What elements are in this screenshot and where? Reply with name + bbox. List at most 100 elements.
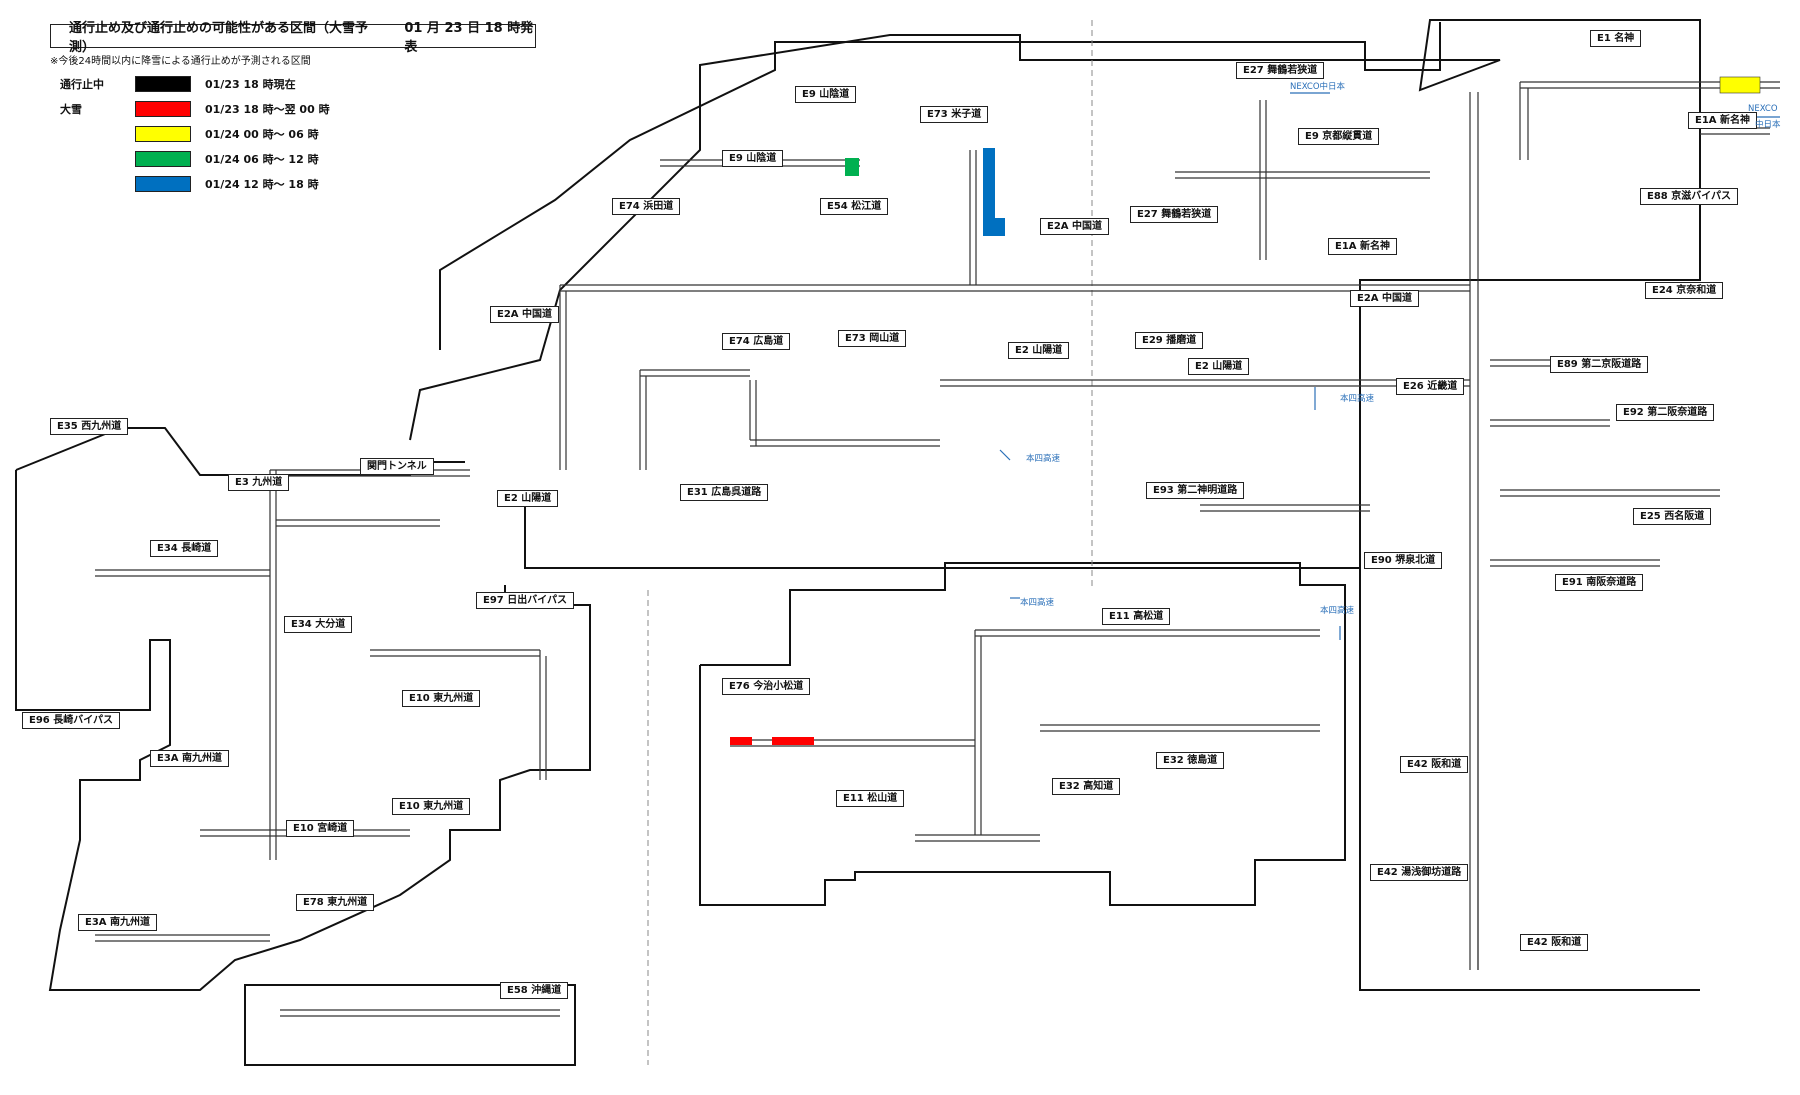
- route-label: E11 松山道: [836, 790, 905, 807]
- connector-label: 中日本: [1755, 120, 1781, 130]
- legend-item-snow-4: 01/24 12 時～ 18 時: [60, 176, 319, 192]
- route-label: E32 徳島道: [1156, 752, 1225, 769]
- e32-tokushima: [1040, 724, 1320, 732]
- kansai-trunk: [1469, 92, 1479, 970]
- connector-label: NEXCO: [1748, 104, 1778, 114]
- route-label: E74 浜田道: [612, 198, 681, 215]
- route-label: E2A 中国道: [1350, 290, 1420, 307]
- connector-label: 本四高速: [1320, 606, 1355, 616]
- legend-label: 01/23 18 時～翌 00 時: [205, 103, 330, 116]
- e2-sanyo: [940, 379, 1470, 387]
- route-label: E3A 南九州道: [78, 914, 158, 931]
- route-label: E9 京都縦貫道: [1298, 128, 1380, 145]
- route-label: E31 広島呉道路: [680, 484, 769, 501]
- shikoku-outline: [699, 562, 1346, 906]
- kyushu-chugoku-boundary: [524, 505, 1360, 569]
- issued-time: 01 月 23 日 18 時発表: [404, 21, 534, 55]
- route-label: E10 東九州道: [402, 690, 481, 707]
- route-label: E35 西九州道: [50, 418, 129, 435]
- e74-hiroshima: [639, 369, 750, 470]
- e9-kyoto-jukan: [1175, 171, 1430, 179]
- route-label: E97 日出バイパス: [476, 592, 575, 609]
- legend-item-snow-2: 01/24 00 時～ 06 時: [60, 126, 319, 142]
- route-label: E96 長崎バイパス: [22, 712, 121, 729]
- route-label: E25 西名阪道: [1633, 508, 1712, 525]
- forecast-note: ※今後24時間以内に降雪による通行止めが予測される区間: [50, 56, 311, 67]
- route-label: E26 近畿道: [1396, 378, 1465, 395]
- north-region-boundary: [439, 22, 1441, 350]
- e11-takamatsu: [974, 629, 1320, 835]
- e58-okinawa: [280, 1009, 560, 1017]
- route-label: E24 京奈和道: [1645, 282, 1724, 299]
- segment-yellow-e1: [1719, 76, 1761, 94]
- e3-kyushu: [269, 469, 470, 860]
- route-label: E9 山陰道: [795, 86, 857, 103]
- legend-label: 01/24 12 時～ 18 時: [205, 178, 319, 191]
- route-label: E3 九州道: [228, 474, 290, 491]
- e2a-chugoku: [559, 284, 1470, 470]
- route-label: E73 岡山道: [838, 330, 907, 347]
- honshi-arrow-2: [999, 449, 1011, 461]
- legend-label: 01/23 18 時現在: [205, 78, 296, 91]
- route-label: E11 高松道: [1102, 608, 1171, 625]
- legend-category: 大雪: [60, 103, 82, 116]
- route-label: E29 播磨道: [1135, 332, 1204, 349]
- route-label: E2 山陽道: [1188, 358, 1250, 375]
- connector-label: NEXCO中日本: [1290, 82, 1346, 92]
- route-label: E58 沖縄道: [500, 982, 569, 999]
- route-label: E9 山陰道: [722, 150, 784, 167]
- route-label: E2A 中国道: [490, 306, 560, 323]
- map-title: 通行止め及び通行止めの可能性がある区間（大雪予測） 01 月 23 日 18 時…: [50, 21, 536, 55]
- route-label: E27 舞鶴若狭道: [1236, 62, 1325, 79]
- connector-label: 本四高速: [1026, 454, 1061, 464]
- route-label: E93 第二神明道路: [1146, 482, 1245, 499]
- route-label: E10 宮崎道: [286, 820, 355, 837]
- route-label: E1 名神: [1590, 30, 1642, 47]
- connector-label: 本四高速: [1020, 598, 1055, 608]
- route-label: E89 第二京阪道路: [1550, 356, 1649, 373]
- e2-sanyo-west: [749, 380, 940, 447]
- route-label: E2 山陽道: [1008, 342, 1070, 359]
- route-label: E76 今治小松道: [722, 678, 811, 695]
- e10-higashikyushu: [370, 649, 547, 780]
- route-label: E27 舞鶴若狭道: [1130, 206, 1219, 223]
- e25-nishimeihan: [1500, 489, 1720, 497]
- e11-matsuyama: [730, 739, 975, 747]
- legend-swatch: [135, 176, 191, 192]
- legend-item-closed: 通行止中 01/23 18 時現在: [60, 76, 296, 92]
- route-label: E3A 南九州道: [150, 750, 230, 767]
- route-label: E42 阪和道: [1400, 756, 1469, 773]
- route-label: E54 松江道: [820, 198, 889, 215]
- e93-second-shinmei: [1200, 504, 1370, 512]
- okinawa-box: [244, 984, 576, 1066]
- route-label: E74 広島道: [722, 333, 791, 350]
- legend-category: 通行止中: [60, 78, 104, 91]
- kyushu-west-boundary: [15, 427, 121, 471]
- route-label: E2A 中国道: [1040, 218, 1110, 235]
- route-label: E1A 新名神: [1328, 238, 1398, 255]
- segment-red-e76: [730, 737, 752, 745]
- legend-label: 01/24 00 時～ 06 時: [205, 128, 319, 141]
- e27-maizuru: [1259, 100, 1267, 260]
- e3a-minamikyushu: [95, 934, 270, 942]
- route-label: E34 大分道: [284, 616, 353, 633]
- segment-red-e76b: [772, 737, 814, 745]
- route-label: E2 山陽道: [497, 490, 559, 507]
- e92-hanna: [1490, 419, 1610, 427]
- segment-blue-e73b: [983, 218, 1005, 236]
- legend-swatch: [135, 76, 191, 92]
- legend-item-snow-3: 01/24 06 時～ 12 時: [60, 151, 319, 167]
- route-label: E92 第二阪奈道路: [1616, 404, 1715, 421]
- e1-meishin-branch: [1519, 82, 1529, 160]
- west-japan-boundary: [409, 19, 1701, 991]
- e34-oita: [276, 519, 440, 527]
- route-label: 関門トンネル: [360, 458, 434, 475]
- legend-swatch: [135, 151, 191, 167]
- route-label: E78 東九州道: [296, 894, 375, 911]
- legend-item-snow-1: 大雪 01/23 18 時～翌 00 時: [60, 101, 330, 117]
- legend-swatch: [135, 126, 191, 142]
- route-label: E34 長崎道: [150, 540, 219, 557]
- kyushu-outline: [15, 470, 591, 991]
- route-label: E90 堺泉北道: [1364, 552, 1443, 569]
